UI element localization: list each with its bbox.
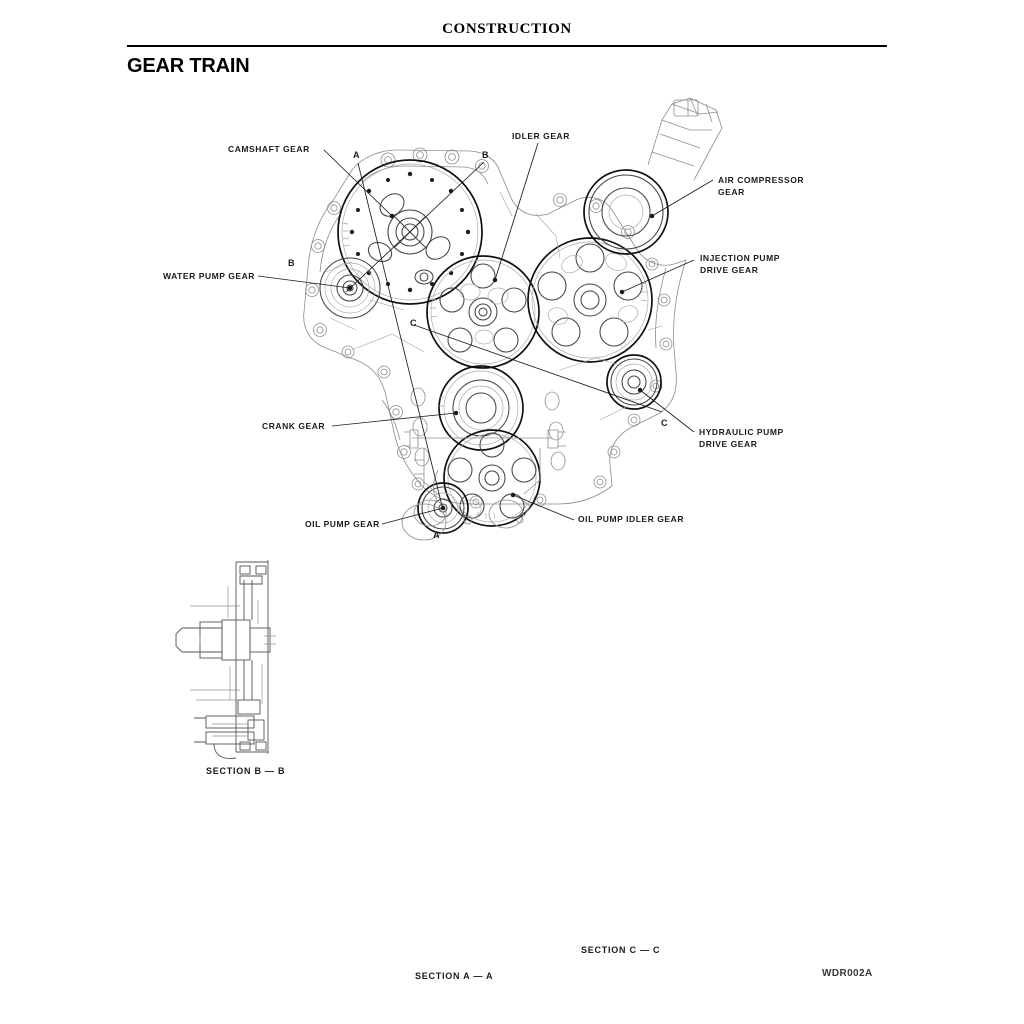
air-compressor-gear <box>583 169 669 255</box>
oil-pump-idler-gear <box>443 429 541 527</box>
oil-pump-gear <box>417 482 469 534</box>
callout-camshaft-gear: CAMSHAFT GEAR <box>228 144 310 154</box>
injection-pump-drive-gear <box>527 237 653 363</box>
drawing-code: WDR002A <box>822 968 873 979</box>
callout-oil-pump-gear: OIL PUMP GEAR <box>305 519 380 529</box>
section-mark-c-right: C <box>661 418 668 428</box>
gear-train-front-view <box>257 97 723 541</box>
air-compressor-housing <box>647 97 723 181</box>
section-mark-a-top: A <box>353 150 360 160</box>
callout-crank-gear: CRANK GEAR <box>262 421 326 431</box>
housing-lower-rails <box>401 429 566 541</box>
section-caption-a-a: SECTION A — A <box>415 971 494 981</box>
page-title: GEAR TRAIN <box>127 55 250 77</box>
callout-water-pump-gear: WATER PUMP GEAR <box>163 271 255 281</box>
callout-air-compressor-gear: AIR COMPRESSOR GEAR <box>718 175 805 197</box>
section-caption-c-c: SECTION C — C <box>581 945 661 955</box>
callout-hydraulic-pump-drive-gear: HYDRAULIC PUMP DRIVE GEAR <box>699 427 784 449</box>
gear-housing-outline <box>303 149 687 505</box>
section-mark-b-left: B <box>288 258 295 268</box>
header-title: CONSTRUCTION <box>442 21 572 37</box>
idler-gear <box>426 255 540 369</box>
housing-ribs <box>325 191 663 421</box>
section-caption-b-b: SECTION B — B <box>206 766 286 776</box>
section-cut-lines <box>345 161 663 511</box>
callout-leader-lines <box>257 142 714 525</box>
section-b-b-view <box>175 560 276 759</box>
callout-idler-gear: IDLER GEAR <box>512 131 570 141</box>
section-mark-b-top: B <box>482 150 489 160</box>
callout-oil-pump-idler-gear: OIL PUMP IDLER GEAR <box>578 514 685 524</box>
hydraulic-pump-drive-gear <box>606 354 662 410</box>
crank-gear <box>438 365 524 451</box>
section-mark-c-center: C <box>410 318 417 328</box>
section-mark-a-bottom: A <box>433 530 440 540</box>
header-divider <box>127 45 887 47</box>
callout-injection-pump-drive-gear: INJECTION PUMP DRIVE GEAR <box>700 253 780 275</box>
page-header: CONSTRUCTION <box>127 20 887 38</box>
housing-bolt-bosses <box>305 147 673 509</box>
